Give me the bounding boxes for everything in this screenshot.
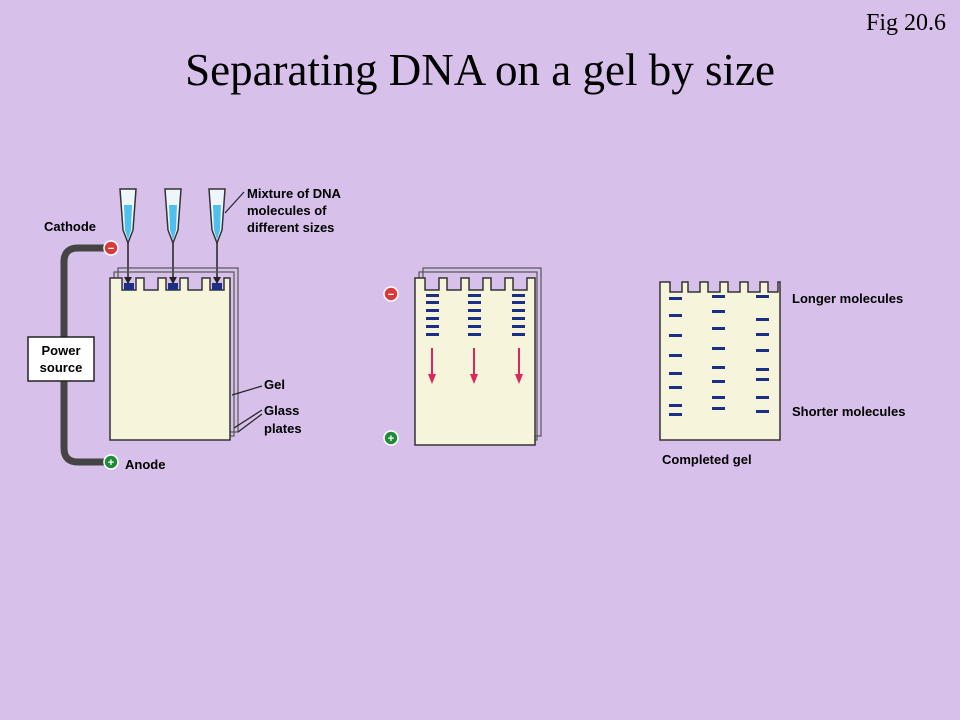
separated-bands	[669, 295, 769, 416]
cathode-label: Cathode	[44, 219, 96, 234]
gel-leader-line	[231, 385, 263, 396]
cathode-terminal	[103, 240, 119, 256]
plus-sign: +	[388, 433, 394, 445]
mixture-leader-line	[224, 191, 245, 214]
band	[669, 413, 682, 416]
band	[512, 301, 525, 304]
running-panel: − +	[383, 267, 542, 446]
sample-well-1	[124, 283, 134, 290]
plus-sign: +	[108, 457, 114, 469]
band	[756, 396, 769, 399]
glass-label-line2: plates	[264, 421, 302, 436]
band	[669, 314, 682, 317]
pipette-2	[164, 188, 182, 284]
band	[512, 294, 525, 297]
band	[756, 318, 769, 321]
arrow-down-icon	[428, 374, 436, 384]
migration-arrows	[428, 348, 523, 384]
band	[712, 407, 725, 410]
band	[756, 368, 769, 371]
arrow-down-icon	[470, 374, 478, 384]
glass-leader-line-1	[233, 409, 263, 429]
band	[669, 372, 682, 375]
band	[712, 366, 725, 369]
setup-panel: Power source − + Cathode Anode Mixture o…	[27, 186, 342, 472]
band	[426, 294, 439, 297]
band	[426, 333, 439, 336]
band	[468, 309, 481, 312]
band	[669, 404, 682, 407]
anode-label: Anode	[125, 457, 165, 472]
gel-label: Gel	[264, 377, 285, 392]
band	[712, 310, 725, 313]
minus-sign: −	[388, 289, 394, 301]
figure-number: Fig 20.6	[865, 10, 946, 36]
band	[756, 378, 769, 381]
band	[712, 347, 725, 350]
band	[426, 325, 439, 328]
page-title: Separating DNA on a gel by size	[185, 45, 775, 95]
arrow-down-icon	[515, 374, 523, 384]
pipette-1	[119, 188, 137, 284]
shorter-molecules-label: Shorter molecules	[792, 404, 905, 419]
power-label-line2: source	[40, 360, 83, 375]
completed-panel: Longer molecules Shorter molecules Compl…	[659, 281, 905, 467]
band	[712, 396, 725, 399]
band	[756, 333, 769, 336]
band	[669, 297, 682, 300]
longer-molecules-label: Longer molecules	[792, 291, 903, 306]
completed-gel-slab	[659, 281, 781, 441]
band	[512, 317, 525, 320]
anode-terminal	[103, 454, 119, 470]
band	[468, 301, 481, 304]
band	[468, 325, 481, 328]
minus-sign: −	[108, 243, 114, 255]
band	[512, 333, 525, 336]
band	[426, 309, 439, 312]
pipette-3	[208, 188, 226, 284]
sample-well-3	[212, 283, 222, 290]
gel-slab	[109, 277, 231, 441]
power-source-box	[27, 336, 95, 382]
band	[512, 309, 525, 312]
cathode-terminal	[383, 286, 399, 302]
anode-terminal	[383, 430, 399, 446]
band	[669, 334, 682, 337]
band	[468, 333, 481, 336]
band	[669, 386, 682, 389]
glass-leader-line-2	[237, 413, 263, 433]
band	[712, 295, 725, 298]
power-label-line1: Power	[41, 343, 80, 358]
band	[669, 354, 682, 357]
band	[426, 317, 439, 320]
band	[468, 294, 481, 297]
running-bands	[426, 294, 525, 336]
band	[468, 317, 481, 320]
mixture-label-line1: Mixture of DNA	[247, 186, 342, 201]
band	[512, 325, 525, 328]
glass-label-line1: Glass	[264, 403, 299, 418]
band	[756, 295, 769, 298]
sample-well-2	[168, 283, 178, 290]
mixture-label-line3: different sizes	[247, 220, 334, 235]
completed-gel-label: Completed gel	[662, 452, 752, 467]
band	[426, 301, 439, 304]
band	[756, 410, 769, 413]
band	[756, 349, 769, 352]
band	[712, 380, 725, 383]
band	[712, 327, 725, 330]
mixture-label-line2: molecules of	[247, 203, 327, 218]
